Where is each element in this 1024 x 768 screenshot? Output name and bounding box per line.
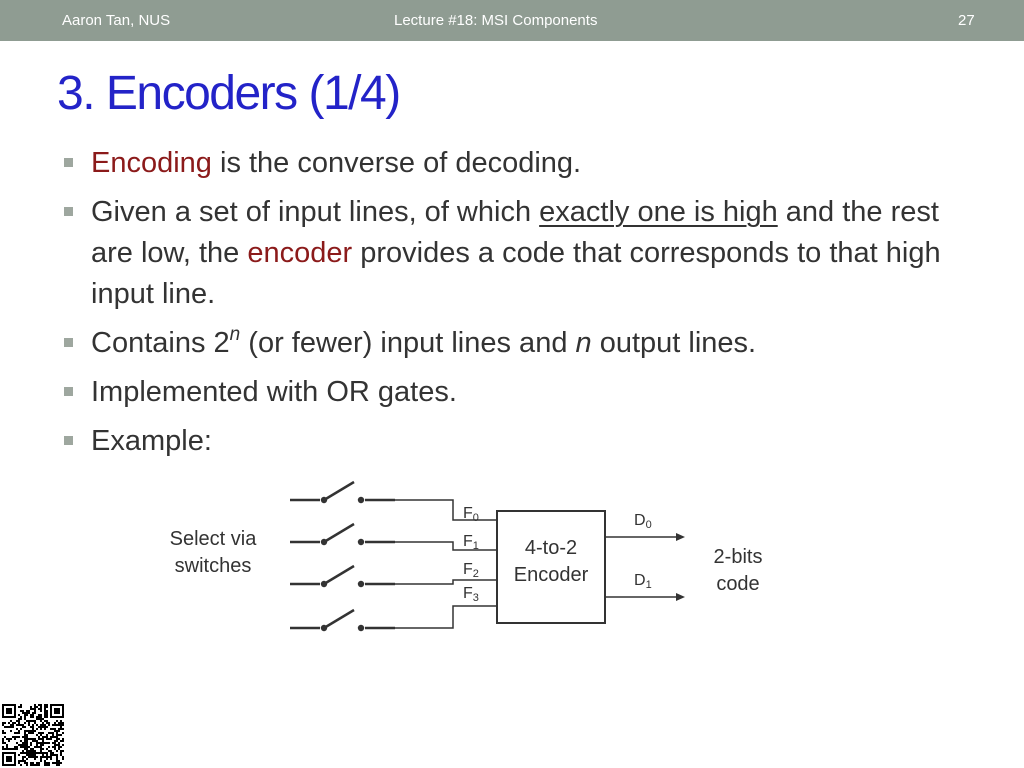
qr-code-icon (2, 704, 64, 766)
bullet-item: Implemented with OR gates. (63, 372, 963, 413)
input-label-f3: F3 (463, 585, 479, 604)
bullet-marker (64, 158, 73, 167)
switch-label: Select via switches (158, 526, 268, 580)
wire-f3 (395, 605, 497, 629)
encoder-box-label: 4-to-2 Encoder (497, 535, 605, 589)
bullet-item: Example: (63, 421, 963, 462)
output-label-sub: 1 (645, 579, 652, 591)
switch-contact (357, 580, 365, 588)
output-label-base: D (634, 572, 646, 589)
output-code-line2: code (716, 573, 760, 595)
emphasis-text: encoder (247, 237, 353, 269)
arrow-d1-icon (676, 593, 685, 601)
output-label-sub: 0 (645, 519, 652, 531)
encoder-schematic (290, 480, 685, 632)
bullet-text: Example: (91, 425, 212, 457)
encoder-box-line1: 4-to-2 (524, 537, 578, 559)
header-author: Aaron Tan, NUS (62, 12, 171, 29)
switch-lever (323, 564, 355, 586)
wire-f2 (395, 579, 497, 585)
output-label-d0: D0 (634, 512, 652, 531)
switch-contact (357, 538, 365, 546)
encoder-box-line2: Encoder (513, 564, 589, 586)
input-label-base: F (463, 561, 473, 578)
wire-f0 (395, 499, 497, 521)
bullet-text: Given a set of input lines, of which (91, 196, 540, 228)
superscript-n: n (229, 324, 241, 345)
header-lecture-title: Lecture #18: MSI Components (394, 12, 598, 29)
bullet-text: Implemented with OR gates. (91, 376, 457, 408)
switch-contact (320, 538, 328, 546)
header-page-number: 27 (958, 12, 975, 29)
arrow-d0-icon (676, 533, 685, 541)
switch-contact (320, 580, 328, 588)
input-label-f1: F1 (463, 533, 479, 552)
bullet-item: Encoding is the converse of decoding. (63, 143, 963, 184)
input-label-sub: 3 (472, 592, 479, 604)
bullet-text: and the rest are low, the (91, 196, 939, 269)
bullet-text: output lines. (591, 327, 757, 359)
slide-title: 3. Encoders (1/4) (57, 67, 401, 120)
switch-lever (323, 480, 355, 502)
bullet-text: provides a code that corresponds to that… (91, 237, 941, 310)
switch-contact (357, 496, 365, 504)
input-label-base: F (463, 585, 473, 602)
bullet-list: Encoding is the converse of decoding. Gi… (63, 143, 963, 470)
emphasis-text: Encoding (91, 147, 212, 179)
switch-label-line2: switches (174, 555, 252, 577)
switch-contact (320, 496, 328, 504)
output-code-label: 2-bits code (698, 544, 778, 598)
input-label-base: F (463, 505, 473, 522)
bullet-item: Contains 2n (or fewer) input lines and n… (63, 323, 963, 364)
input-label-f0: F0 (463, 505, 479, 524)
bullet-marker (64, 338, 73, 347)
switch-lever (323, 522, 355, 544)
output-label-base: D (634, 512, 646, 529)
switch-contact (320, 624, 328, 632)
bullet-marker (64, 387, 73, 396)
output-label-d1: D1 (634, 572, 652, 591)
variable-n: n (575, 327, 592, 359)
header-bar: Aaron Tan, NUS Lecture #18: MSI Componen… (0, 0, 1024, 41)
bullet-text: is the converse of decoding. (211, 147, 582, 179)
underlined-text: exactly one is high (539, 196, 778, 228)
input-label-sub: 1 (472, 540, 479, 552)
bullet-text: Contains 2 (91, 327, 230, 359)
encoder-box (496, 510, 606, 624)
input-label-sub: 0 (472, 512, 479, 524)
switch-lever (323, 608, 355, 630)
bullet-item: Given a set of input lines, of which exa… (63, 192, 963, 315)
input-label-f2: F2 (463, 561, 479, 580)
wire-f1 (395, 541, 497, 551)
output-code-line1: 2-bits (713, 546, 763, 568)
bullet-marker (64, 436, 73, 445)
encoder-diagram: Select via switches 4-to-2 Encoder 2-bit… (150, 478, 770, 643)
input-label-sub: 2 (472, 568, 479, 580)
bullet-text: (or fewer) input lines and (240, 327, 576, 359)
switch-contact (357, 624, 365, 632)
bullet-marker (64, 207, 73, 216)
switch-label-line1: Select via (169, 528, 257, 550)
input-label-base: F (463, 533, 473, 550)
